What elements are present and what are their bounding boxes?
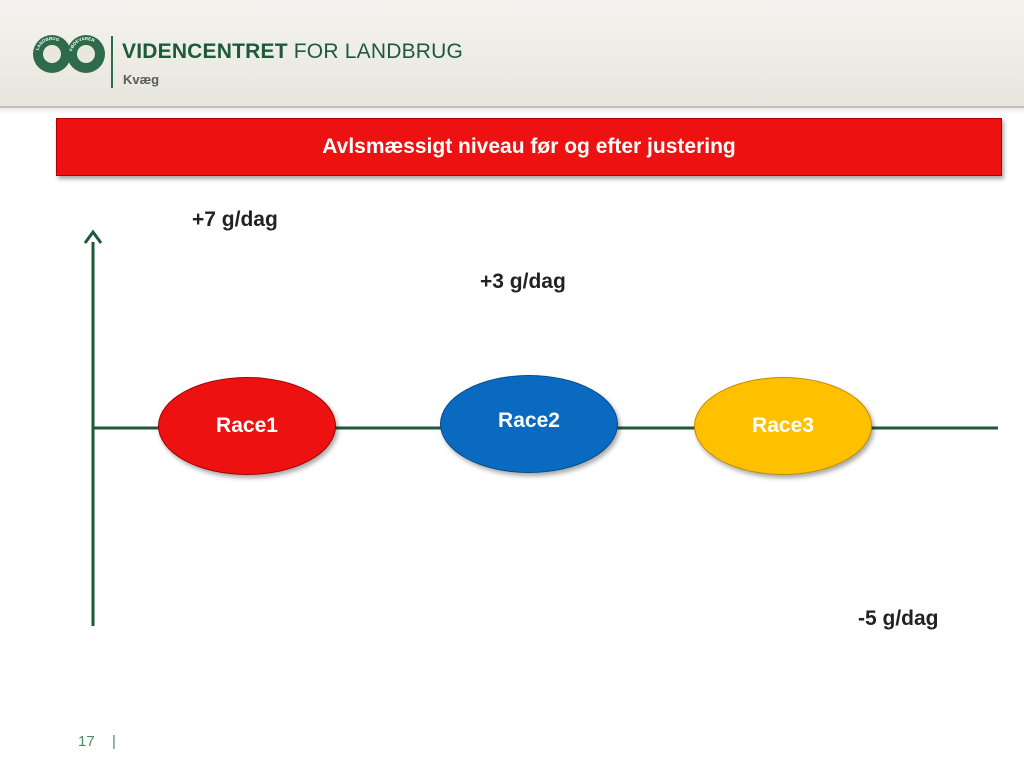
slide-title: Avlsmæssigt niveau før og efter justerin… — [322, 135, 736, 158]
race2-ellipse: Race2 — [440, 375, 618, 473]
page-number: 17 — [78, 733, 95, 750]
brand-name-rest: FOR LANDBRUG — [287, 40, 464, 63]
brand-name-bold: VIDENCENTRET — [122, 40, 288, 63]
race1-label: Race1 — [216, 414, 278, 437]
brand-subtitle: Kvæg — [123, 72, 160, 87]
level-label-top: +7 g/dag — [192, 208, 278, 231]
logo-divider — [111, 36, 113, 88]
race1-ellipse: Race1 — [158, 377, 336, 475]
brand-name: VIDENCENTRET FOR LANDBRUG — [122, 40, 463, 64]
race3-ellipse: Race3 — [694, 377, 872, 475]
level-label-bottom: -5 g/dag — [858, 607, 939, 630]
header-shadow — [0, 106, 1024, 114]
level-label-mid: +3 g/dag — [480, 270, 566, 293]
header-bar: LANDBRUG FØDEVARER VIDENCENTRET FOR LAND… — [0, 0, 1024, 108]
footer-separator: | — [112, 733, 116, 750]
title-banner: Avlsmæssigt niveau før og efter justerin… — [56, 118, 1002, 176]
race3-label: Race3 — [752, 414, 814, 437]
axis-arrowhead-icon — [83, 229, 103, 244]
race2-label: Race2 — [498, 409, 560, 432]
landbrug-logo-icon: LANDBRUG FØDEVARER — [33, 35, 105, 73]
